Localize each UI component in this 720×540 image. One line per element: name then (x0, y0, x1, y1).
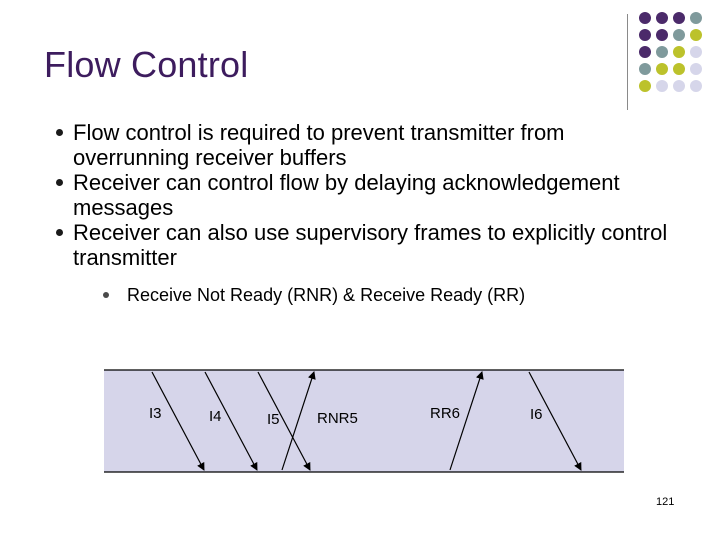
dot-icon (639, 80, 651, 92)
frame-label-rnr5: RNR5 (317, 410, 358, 427)
frame-i4-arrow (204, 371, 258, 471)
bullet-text: Flow control is required to prevent tran… (73, 120, 565, 170)
frame-i3-arrow (151, 371, 205, 471)
dot-icon (673, 63, 685, 75)
dot-icon (690, 80, 702, 92)
dot-icon (673, 80, 685, 92)
dot-icon (690, 12, 702, 24)
dot-icon (639, 12, 651, 24)
dot-icon (656, 29, 668, 41)
bullet-dot-icon (56, 179, 63, 186)
frame-rnr5-arrow (281, 371, 316, 471)
dot-icon (673, 46, 685, 58)
dot-icon (690, 46, 702, 58)
dot-icon (690, 29, 702, 41)
sub-bullet-item: Receive Not Ready (RNR) & Receive Ready … (103, 284, 676, 306)
dot-icon (639, 46, 651, 58)
sub-bullet-text: Receive Not Ready (RNR) & Receive Ready … (127, 285, 526, 305)
bullet-item: Flow control is required to prevent tran… (56, 120, 676, 170)
frame-label-i5: I5 (267, 411, 280, 428)
dot-icon (639, 63, 651, 75)
sub-bullet-dot-icon (103, 292, 109, 298)
frame-rr6-arrow (449, 371, 484, 471)
decorative-divider (627, 14, 628, 110)
timeline-band (104, 370, 624, 472)
dot-icon (673, 12, 685, 24)
dot-icon (673, 29, 685, 41)
bullet-text: Receiver can also use supervisory frames… (73, 220, 668, 270)
bullet-item: Receiver can also use supervisory frames… (56, 220, 676, 270)
slide-title: Flow Control (44, 44, 249, 85)
frame-label-i4: I4 (209, 408, 222, 425)
frame-label-rr6: RR6 (430, 405, 460, 422)
bullet-text: Receiver can control flow by delaying ac… (73, 170, 620, 220)
frame-label-i3: I3 (149, 405, 162, 422)
bullet-dot-icon (56, 129, 63, 136)
dot-icon (639, 29, 651, 41)
frame-exchange-diagram: I3 I4 I5 RNR5 RR6 I6 (104, 369, 624, 473)
frame-i6-arrow (528, 371, 582, 471)
decorative-dot-grid (639, 12, 719, 98)
dot-icon (690, 63, 702, 75)
dot-icon (656, 46, 668, 58)
bullet-dot-icon (56, 229, 63, 236)
dot-icon (656, 63, 668, 75)
bullet-item: Receiver can control flow by delaying ac… (56, 170, 676, 220)
dot-icon (656, 80, 668, 92)
frame-i5-arrow (257, 371, 311, 471)
frame-label-i6: I6 (530, 406, 543, 423)
dot-icon (656, 12, 668, 24)
bullet-list: Flow control is required to prevent tran… (56, 120, 676, 306)
page-number: 121 (656, 496, 675, 508)
